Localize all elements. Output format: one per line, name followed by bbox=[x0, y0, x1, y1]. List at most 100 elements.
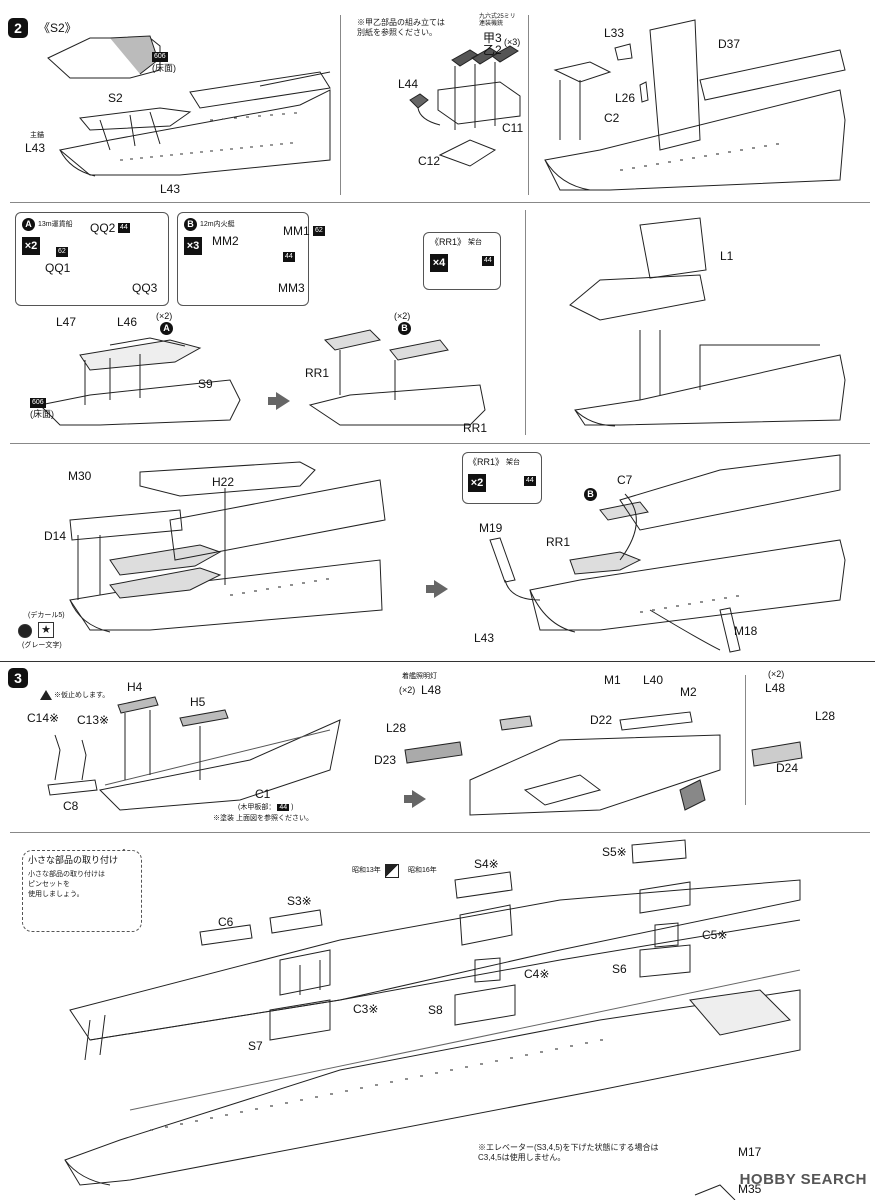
part-m17: M17 bbox=[738, 1145, 762, 1159]
aa-gun-note: 九六式25ミリ 連装機銃 bbox=[479, 14, 516, 27]
qty-x2-step3: (×2) bbox=[399, 685, 416, 695]
part-rr1-b: RR1 bbox=[463, 421, 488, 435]
rr1-lower-mult: ×2 bbox=[468, 474, 486, 492]
part-s4: S4※ bbox=[474, 857, 499, 871]
part-s5: S5※ bbox=[602, 845, 627, 859]
small-parts-tip-box bbox=[22, 850, 142, 932]
part-qq2: QQ2 bbox=[90, 221, 116, 235]
box-b-letter: B bbox=[184, 218, 197, 231]
part-c4: C4※ bbox=[524, 967, 550, 981]
part-m19: M19 bbox=[479, 521, 503, 535]
part-l43-b: L43 bbox=[160, 182, 181, 196]
boat-a-box bbox=[15, 212, 169, 306]
box-a-code-44: 44 bbox=[118, 223, 130, 233]
part-l28-right: L28 bbox=[815, 709, 836, 723]
ref-a: A bbox=[160, 322, 173, 335]
box-a-letter: A bbox=[22, 218, 35, 231]
part-otsu2: 乙2 bbox=[483, 43, 502, 57]
ref-b: B bbox=[398, 322, 411, 335]
part-kou3: 甲3 bbox=[483, 31, 502, 45]
part-d37: D37 bbox=[718, 37, 741, 51]
part-l43-lower: L43 bbox=[474, 631, 495, 645]
part-l48: L48 bbox=[421, 683, 442, 697]
qty-x2-right: (×2) bbox=[768, 669, 785, 679]
divider-step3-mid bbox=[10, 832, 870, 833]
part-s9: S9 bbox=[198, 377, 213, 391]
part-qq3: QQ3 bbox=[132, 281, 158, 295]
small-parts-body: 小さな部品の取り付けは ピンセットを 使用しましょう。 bbox=[28, 871, 105, 898]
warning-icon bbox=[40, 690, 52, 700]
part-l43-a: L43 bbox=[25, 141, 46, 155]
part-s7: S7 bbox=[248, 1039, 263, 1053]
part-m18: M18 bbox=[734, 624, 758, 638]
part-l40: L40 bbox=[643, 673, 664, 687]
part-mm3: MM3 bbox=[278, 281, 305, 295]
part-c8: C8 bbox=[63, 799, 79, 813]
box-a-mult: ×2 bbox=[22, 237, 40, 255]
paint-note: ※塗装 上面図を参照ください。 bbox=[213, 815, 313, 822]
step-2-badge: 2 bbox=[8, 18, 28, 38]
part-m2: M2 bbox=[680, 685, 697, 699]
rr1-lower-code-44: 44 bbox=[524, 476, 536, 486]
elevator-note: ※エレベーター(S3,4,5)を下げた状態にする場合は C3,4,5は使用しませ… bbox=[478, 1143, 659, 1162]
part-m30: M30 bbox=[68, 469, 92, 483]
color-code-606: 606 bbox=[152, 52, 168, 62]
wood-deck-note: (木甲板部：44) bbox=[238, 803, 293, 813]
flow-arrow-step3 bbox=[404, 790, 426, 808]
part-l28: L28 bbox=[386, 721, 407, 735]
wood-deck-code: 44 bbox=[277, 804, 290, 811]
part-c6: C6 bbox=[218, 915, 234, 929]
rr1-lower-sub: 架台 bbox=[506, 459, 520, 466]
decal-icon bbox=[18, 624, 32, 638]
part-l26: L26 bbox=[615, 91, 636, 105]
part-d22: D22 bbox=[590, 713, 613, 727]
mid-floor: (床面) bbox=[30, 409, 54, 419]
part-m1: M1 bbox=[604, 673, 621, 687]
decal-note: (デカール5) bbox=[28, 612, 65, 619]
part-mm2: MM2 bbox=[212, 234, 239, 248]
part-h5: H5 bbox=[190, 695, 206, 709]
watermark: HOBBY SEARCH bbox=[739, 1171, 867, 1188]
part-d23: D23 bbox=[374, 753, 397, 767]
wood-deck-label: (木甲板部： bbox=[238, 804, 276, 811]
part-c1: C1 bbox=[255, 787, 271, 801]
qty-x3: (×3) bbox=[504, 37, 521, 47]
part-l44: L44 bbox=[398, 77, 419, 91]
divider-vertical-top2 bbox=[528, 15, 529, 195]
box-b-title: 12m内火艇 bbox=[200, 221, 235, 228]
part-l48-right: L48 bbox=[765, 681, 786, 695]
part-s3: S3※ bbox=[287, 894, 312, 908]
main-anchor-note: 主錨 bbox=[30, 132, 44, 139]
qty-x2-b: (×2) bbox=[394, 311, 411, 321]
box-b-code-62: 62 bbox=[313, 226, 325, 236]
part-c13: C13※ bbox=[77, 713, 110, 727]
divider-vertical-mid bbox=[525, 210, 526, 435]
divider-vertical-top bbox=[340, 15, 341, 195]
rr1-box-title: 《RR1》 bbox=[430, 237, 467, 247]
temporary-fix-note: ※仮止めします。 bbox=[54, 692, 110, 699]
rr1-box-mult: ×4 bbox=[430, 254, 448, 272]
part-c5: C5※ bbox=[702, 928, 728, 942]
part-s2: S2 bbox=[108, 91, 123, 105]
box-b-mult: ×3 bbox=[184, 237, 202, 255]
part-l47: L47 bbox=[56, 315, 77, 329]
box-a-code-62: 62 bbox=[56, 247, 68, 257]
divider-top-row bbox=[10, 202, 870, 203]
box-a-title: 13m運貨船 bbox=[38, 221, 73, 228]
ref-b-lower: B bbox=[584, 488, 597, 501]
part-s8: S8 bbox=[428, 1003, 443, 1017]
box-b-code-44: 44 bbox=[283, 252, 295, 262]
part-c7: C7 bbox=[617, 473, 633, 487]
divider-mid-row bbox=[10, 443, 870, 444]
showa-13-icon bbox=[385, 864, 399, 878]
part-l33: L33 bbox=[604, 26, 625, 40]
part-h4: H4 bbox=[127, 680, 143, 694]
part-c3: C3※ bbox=[353, 1002, 379, 1016]
part-rr1-a: RR1 bbox=[305, 366, 330, 380]
part-d14: D14 bbox=[44, 529, 67, 543]
part-h22: H22 bbox=[212, 475, 235, 489]
part-d24: D24 bbox=[776, 761, 799, 775]
part-rr1-lower: RR1 bbox=[546, 535, 571, 549]
